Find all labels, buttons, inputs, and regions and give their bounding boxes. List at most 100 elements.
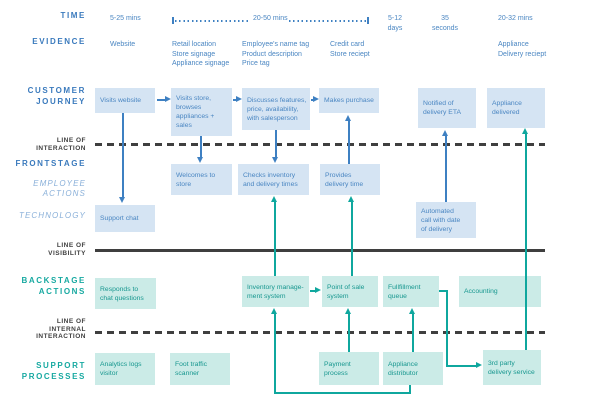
row-label-technology: TECHNOLOGY xyxy=(18,211,86,220)
box-discusses-features-label: Discusses features, price, availability,… xyxy=(247,96,307,122)
time-store: 20-50 mins xyxy=(253,15,288,22)
box-makes-purchase: Makes purchase xyxy=(319,88,379,113)
box-checks-inventory: Checks inventory and delivery times xyxy=(238,164,309,195)
box-support-chat-label: Support chat xyxy=(100,215,139,222)
arrow-automated-call-to-notified-shaft xyxy=(445,136,447,202)
arrow-inventory-to-checks-head xyxy=(271,196,277,202)
arrow-third-party-to-delivered-head xyxy=(522,128,528,134)
row-label-employee-actions: EMPLOYEE ACTIONS xyxy=(33,179,86,198)
box-automated-call-label: Automated call with date of delivery xyxy=(421,207,461,233)
time-span-start-cap xyxy=(172,17,174,24)
time-dotted-span-left xyxy=(175,20,250,22)
box-visits-website-label: Visits website xyxy=(100,97,142,104)
arrow-visits-website-to-support-chat-head xyxy=(119,197,125,203)
line-of-visibility xyxy=(95,249,545,252)
box-visits-website: Visits website xyxy=(95,88,155,113)
box-appliance-delivered: Appliance delivered xyxy=(487,88,545,128)
box-checks-inventory-label: Checks inventory and delivery times xyxy=(243,171,298,188)
box-payment-process-label: Payment process xyxy=(324,360,351,377)
box-fulfillment-queue: Fullfillment queue xyxy=(383,276,439,307)
line-of-interaction xyxy=(95,143,545,146)
box-accounting-label: Accounting xyxy=(464,288,498,295)
box-point-of-sale-label: Point of sale system xyxy=(327,283,365,300)
box-provides-delivery-time-label: Provides delivery time xyxy=(325,171,364,188)
row-label-line-of-visibility: LINE OF VISIBILITY xyxy=(48,242,86,257)
box-inventory-management: Inventory manage- ment system xyxy=(242,276,309,307)
arrow-website-to-store-head xyxy=(165,96,171,102)
box-notified-eta-label: Notified of delivery ETA xyxy=(423,100,462,116)
box-analytics-logs: Analytics logs visitor xyxy=(95,353,155,385)
box-fulfillment-queue-label: Fullfillment queue xyxy=(388,283,421,300)
time-delivery: 20-32 mins xyxy=(498,15,533,22)
box-automated-call: Automated call with date of delivery xyxy=(416,202,476,238)
box-accounting: Accounting xyxy=(459,276,541,307)
evidence-purchase: Credit card Store reciept xyxy=(330,41,370,58)
time-dotted-span-right xyxy=(289,20,366,22)
arrow-automated-call-to-notified-head xyxy=(442,130,448,136)
arrow-distributor-to-inventory-seg3 xyxy=(274,314,276,394)
arrow-fulfillment-to-third-party-head xyxy=(476,362,482,368)
box-responds-chat-label: Responds to chat questions xyxy=(100,285,144,302)
time-call: 35 seconds xyxy=(431,15,459,32)
row-label-line-of-interaction: LINE OF INTERACTION xyxy=(36,137,86,152)
evidence-website: Website xyxy=(110,41,136,48)
box-appliance-delivered-label: Appliance delivered xyxy=(492,100,522,116)
box-makes-purchase-label: Makes purchase xyxy=(324,97,374,104)
box-discusses-features: Discusses features, price, availability,… xyxy=(242,88,310,130)
arrow-distributor-to-inventory-head xyxy=(271,308,277,314)
box-inventory-management-label: Inventory manage- ment system xyxy=(247,283,304,300)
row-label-line-of-internal-interaction: LINE OF INTERNAL INTERACTION xyxy=(36,318,86,340)
arrow-fulfillment-to-third-party-seg3 xyxy=(446,365,477,367)
arrow-discusses-to-purchase-shaft xyxy=(311,99,314,101)
evidence-store: Retail location Store signage Appliance … xyxy=(172,41,230,67)
row-label-frontstage: FRONTSTAGE xyxy=(15,159,86,168)
box-visits-store: Visits store, browses appliances + sales xyxy=(171,88,232,136)
arrow-pos-to-provides-shaft xyxy=(351,202,353,276)
row-label-evidence: EVIDENCE xyxy=(32,37,86,46)
box-third-party-delivery-label: 3rd party delivery service xyxy=(488,359,535,376)
box-analytics-logs-label: Analytics logs visitor xyxy=(100,361,142,377)
row-label-time: TIME xyxy=(60,11,86,20)
box-foot-traffic: Foot traffic scanner xyxy=(170,353,230,385)
arrow-provides-to-purchase-head xyxy=(345,115,351,121)
arrow-website-to-store-shaft xyxy=(157,99,166,101)
arrow-fulfillment-to-third-party-seg1 xyxy=(439,290,448,292)
time-delivery-wait: 5-12 days xyxy=(387,15,403,32)
box-responds-chat: Responds to chat questions xyxy=(95,278,156,309)
box-appliance-distributor: Appliance distributor xyxy=(383,352,443,385)
row-label-support-processes: SUPPORT PROCESSES xyxy=(21,361,86,381)
arrow-distributor-to-inventory-seg2 xyxy=(274,392,411,394)
box-welcomes-to-store-label: Welcomes to store xyxy=(176,171,216,188)
box-notified-eta: Notified of delivery ETA xyxy=(418,88,476,128)
arrow-store-to-discusses-shaft xyxy=(233,99,237,101)
time-website: 5-25 mins xyxy=(110,15,141,22)
box-provides-delivery-time: Provides delivery time xyxy=(320,164,380,195)
arrow-discusses-to-checks-head xyxy=(272,157,278,163)
arrow-visits-store-to-welcomes-head xyxy=(197,157,203,163)
arrow-distributor-to-fulfillment-head xyxy=(409,308,415,314)
evidence-salesperson: Employee's name tag Product description … xyxy=(242,41,310,67)
arrow-store-to-discusses-head xyxy=(236,96,242,102)
box-third-party-delivery: 3rd party delivery service xyxy=(483,350,541,385)
time-span-end-cap xyxy=(367,17,369,24)
arrow-provides-to-purchase-shaft xyxy=(348,121,350,164)
box-visits-store-label: Visits store, browses appliances + sales xyxy=(176,95,215,129)
arrow-visits-website-to-support-chat-shaft xyxy=(122,113,124,197)
arrow-pos-to-provides-head xyxy=(348,196,354,202)
box-point-of-sale: Point of sale system xyxy=(322,276,378,307)
arrow-discusses-to-checks-shaft xyxy=(275,130,277,158)
box-support-chat: Support chat xyxy=(95,205,155,232)
arrow-visits-store-to-welcomes-shaft xyxy=(200,136,202,158)
arrow-fulfillment-to-third-party-seg2 xyxy=(446,290,448,367)
box-foot-traffic-label: Foot traffic scanner xyxy=(175,361,207,377)
row-label-customer-journey: CUSTOMER JOURNEY xyxy=(27,86,86,106)
row-label-backstage-actions: BACKSTAGE ACTIONS xyxy=(21,276,86,296)
box-welcomes-to-store: Welcomes to store xyxy=(171,164,232,195)
arrow-inventory-to-pos-head xyxy=(315,287,321,293)
arrow-distributor-to-fulfillment-shaft xyxy=(412,314,414,352)
evidence-delivery: Appliance Delivery reciept xyxy=(498,41,547,58)
box-appliance-distributor-label: Appliance distributor xyxy=(388,360,418,377)
line-of-internal-interaction xyxy=(95,331,545,334)
arrow-inventory-to-checks-shaft xyxy=(274,202,276,276)
